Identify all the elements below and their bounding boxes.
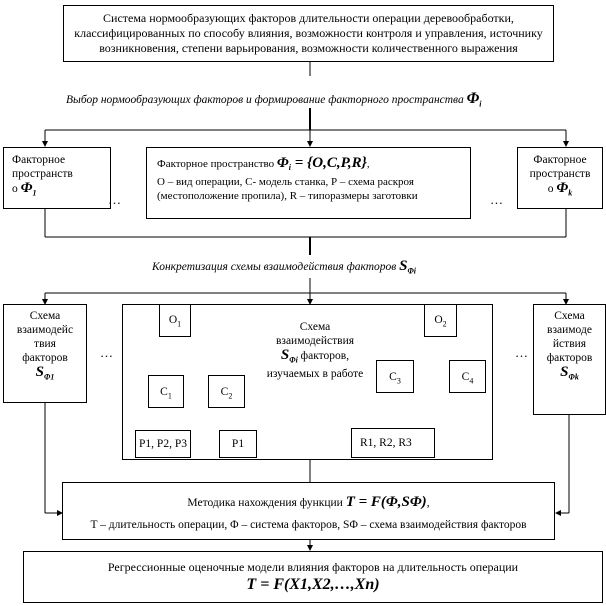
caption-interaction-scheme: Конкретизация схемы взаимодействия факто… xyxy=(152,258,417,276)
node-c1: C1 xyxy=(148,375,184,408)
node-o2: O2 xyxy=(424,304,457,337)
method-box: Методика нахождения функции T = F(Φ,SΦ),… xyxy=(62,482,555,540)
regression-box: Регрессионные оценочные модели влияния ф… xyxy=(23,551,603,603)
node-o1: O1 xyxy=(159,304,191,337)
node-c4: C4 xyxy=(449,360,486,393)
ellipsis: … xyxy=(490,192,503,207)
node-p123: P1, P2, P3 xyxy=(135,430,191,458)
node-r123: R1, R2, R3 xyxy=(351,428,435,458)
factor-space-center: Факторное пространство Φi = {O,C,P,R},О … xyxy=(146,147,471,219)
caption-factor-selection: Выбор нормообразующих факторов и формиро… xyxy=(66,90,482,109)
ellipsis: … xyxy=(515,345,528,360)
factor-system-box: Система нормообразующих факторов длитель… xyxy=(63,5,554,62)
node-c3: C3 xyxy=(376,360,414,393)
node-c2: C2 xyxy=(208,375,245,408)
ellipsis: … xyxy=(100,345,113,360)
ellipsis: … xyxy=(108,192,121,207)
node-p1: P1 xyxy=(219,430,257,458)
